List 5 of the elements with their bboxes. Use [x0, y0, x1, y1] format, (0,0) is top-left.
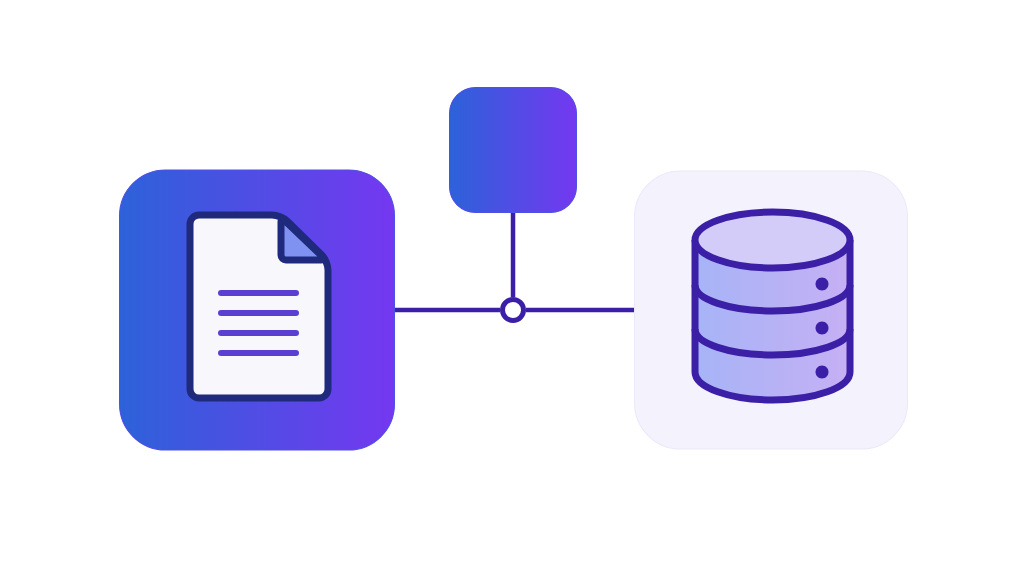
junction-circle [500, 297, 526, 323]
connector-line [395, 307, 500, 313]
connector-line [526, 307, 634, 313]
connector-line [510, 213, 516, 297]
icon-tile [449, 87, 577, 213]
